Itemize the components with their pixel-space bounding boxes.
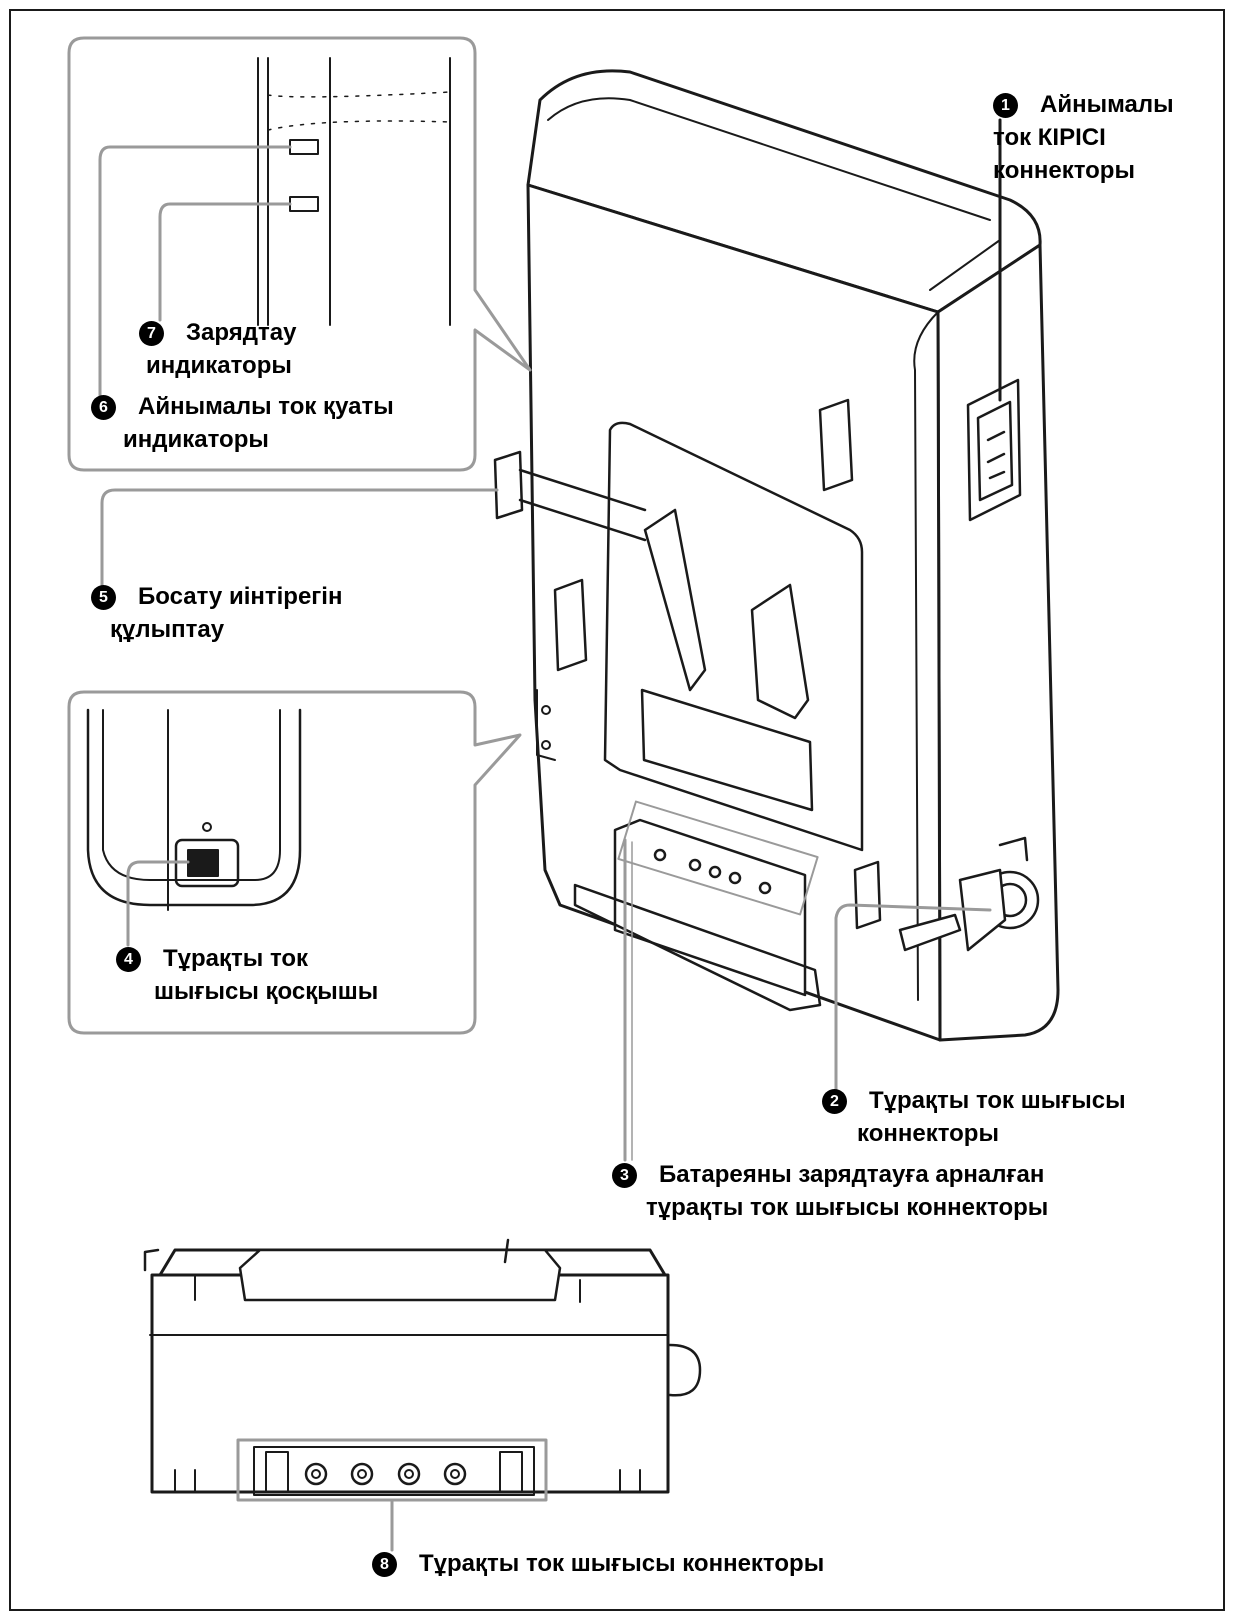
battery-mount-plate <box>553 398 882 930</box>
battery-dc-connector-block <box>573 818 822 1012</box>
marker-3: 3 <box>612 1163 637 1188</box>
marker-2: 2 <box>822 1089 847 1114</box>
marker-8: 8 <box>372 1552 397 1577</box>
release-lever-art <box>493 450 647 542</box>
inset-switch <box>67 690 522 1035</box>
connector-highlight-3 <box>617 800 819 916</box>
marker-7: 7 <box>139 321 164 346</box>
inset-indicators <box>67 36 532 472</box>
diagram-frame <box>9 9 1225 1611</box>
bottom-view <box>143 1238 702 1496</box>
marker-1: 1 <box>993 93 1018 118</box>
marker-6: 6 <box>91 395 116 420</box>
leader-line-5 <box>100 488 499 587</box>
ac-in-connector-art <box>966 378 1022 522</box>
marker-4: 4 <box>116 947 141 972</box>
leader-line-2 <box>834 903 992 1102</box>
marker-5: 5 <box>91 585 116 610</box>
